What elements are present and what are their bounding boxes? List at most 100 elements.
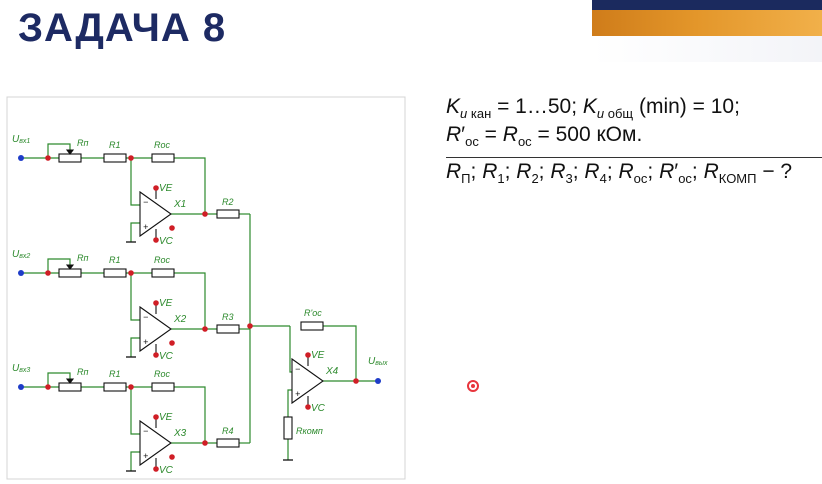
opamp-2 xyxy=(139,305,172,353)
inv-input-wire-1 xyxy=(130,158,140,206)
unknown-r: R xyxy=(550,160,566,183)
r1-resistor-2 xyxy=(103,268,127,278)
opamp-1-minus: − xyxy=(143,197,148,207)
rp-wiper-1 xyxy=(47,143,71,158)
x4-inv-wire xyxy=(289,326,292,373)
unknown-sub-prime: ос xyxy=(678,171,692,187)
unknown-sub: 3 xyxy=(565,171,573,187)
input-label-1: Uвх1 xyxy=(12,134,30,145)
ros-resistor-2 xyxy=(151,268,175,278)
sum-label-1: R2 xyxy=(222,197,234,207)
input-label-3: Uвх3 xyxy=(12,363,30,374)
opamp-2-ve-node xyxy=(153,300,159,306)
out-node-3 xyxy=(202,440,208,446)
ros-label-1: Roc xyxy=(154,140,171,150)
k2-sub-u: u xyxy=(596,106,605,122)
rp-resistor-2 xyxy=(58,268,82,278)
opamp-3-minus: − xyxy=(143,426,148,436)
unknown-sub: П xyxy=(461,171,471,187)
unknowns-line: RП; R1; R2; R3; R4; Rос; R′ос; RКОМП − ? xyxy=(446,160,793,187)
out-node-low-1 xyxy=(169,225,175,231)
inv-node-3 xyxy=(128,384,134,390)
r1-label-1: R1 xyxy=(109,140,121,150)
r-prime: ′ xyxy=(461,123,466,146)
r1-label-2: R1 xyxy=(109,255,121,265)
rp-arrow-3 xyxy=(65,378,75,384)
component-layer xyxy=(58,149,324,472)
ros-label-3: Roc xyxy=(154,369,171,379)
resistance-value: = 500 кОм. xyxy=(531,123,643,146)
x4-noninv-wire xyxy=(287,389,292,417)
k-symbol: K xyxy=(446,95,461,118)
noninv-wire-1 xyxy=(130,222,140,242)
opamp-2-minus: − xyxy=(143,312,148,322)
opamp-1-ve-label: VE xyxy=(159,183,173,194)
question-mark: − ? xyxy=(756,160,793,183)
summing-node xyxy=(247,323,253,329)
noninv-wire-3 xyxy=(130,451,140,471)
ros-feedback-3 xyxy=(174,386,206,443)
opamp-2-ve-label: VE xyxy=(159,298,173,309)
opamp-3-ve-label: VE xyxy=(159,412,173,423)
inv-input-wire-2 xyxy=(130,273,140,321)
rp-arrow-2 xyxy=(65,264,75,270)
ros-label-2: Roc xyxy=(154,255,171,265)
rp-label-3: Rп xyxy=(77,367,88,377)
opamp-2-vc-node xyxy=(153,352,159,358)
opamp-2-plus: + xyxy=(143,337,148,347)
opamp-1-vc-node xyxy=(153,237,159,243)
output-label: Uвых xyxy=(368,356,388,367)
inv-node-2 xyxy=(128,270,134,276)
ros-prime-label: R'oc xyxy=(304,308,322,318)
laser-pointer-dot xyxy=(467,380,479,392)
sum-resistor-3 xyxy=(216,438,240,448)
unknown-r-komp: R xyxy=(703,160,719,183)
banner-light-stripe xyxy=(592,36,822,62)
opamp-3-vc-node xyxy=(153,466,159,472)
unknown-r: R xyxy=(482,160,498,183)
x4-feedback xyxy=(323,325,357,381)
out-node-low-3 xyxy=(169,454,175,460)
rp-wiper-3 xyxy=(47,372,71,387)
condition-line-1: Ku кан = 1…50; Ku общ (min) = 10; xyxy=(446,95,740,121)
opamp-2-label: X2 xyxy=(173,314,187,325)
unknown-sub: 2 xyxy=(531,171,539,187)
input-terminal-3 xyxy=(18,384,24,390)
ros-resistor-1 xyxy=(151,153,175,163)
opamp-4-vc-label: VC xyxy=(311,403,326,414)
r1-label-3: R1 xyxy=(109,369,121,379)
unknown-r-prime: R xyxy=(659,160,675,183)
noninv-wire-2 xyxy=(130,337,140,357)
ros-feedback-1 xyxy=(174,157,206,214)
inv-input-wire-3 xyxy=(130,387,140,435)
input-terminal-1 xyxy=(18,155,24,161)
sum-resistor-1 xyxy=(216,209,240,219)
ros-feedback-2 xyxy=(174,272,206,329)
input-terminal-2 xyxy=(18,270,24,276)
unknown-r: R xyxy=(584,160,600,183)
rp-arrow-1 xyxy=(65,149,75,155)
out-node-2 xyxy=(202,326,208,332)
node-layer xyxy=(18,155,381,472)
r-sub-os: ос xyxy=(465,134,479,150)
unknown-r: R xyxy=(618,160,634,183)
rp-resistor-1 xyxy=(58,153,82,163)
opamp-1-vc-label: VC xyxy=(159,236,174,247)
rp-node-3 xyxy=(45,384,51,390)
out-node-low-2 xyxy=(169,340,175,346)
banner-orange-stripe xyxy=(592,10,822,36)
opamp-4-ve-label: VE xyxy=(311,350,325,361)
opamp-4-minus: − xyxy=(295,364,300,374)
rp-wiper-2 xyxy=(47,258,71,273)
r2-sub-os: ос xyxy=(517,134,532,150)
unknown-r: R xyxy=(446,160,462,183)
inv-node-1 xyxy=(128,155,134,161)
rp-label-2: Rп xyxy=(77,253,88,263)
rkomp-resistor xyxy=(283,416,293,440)
k2-sub-obsh: общ xyxy=(604,106,634,122)
rkomp-label: Rкомп xyxy=(296,426,323,436)
x4-out-node xyxy=(353,378,359,384)
equals-sign: = xyxy=(478,123,503,146)
opamp-4-label: X4 xyxy=(325,366,339,377)
banner-navy-stripe xyxy=(592,0,822,10)
